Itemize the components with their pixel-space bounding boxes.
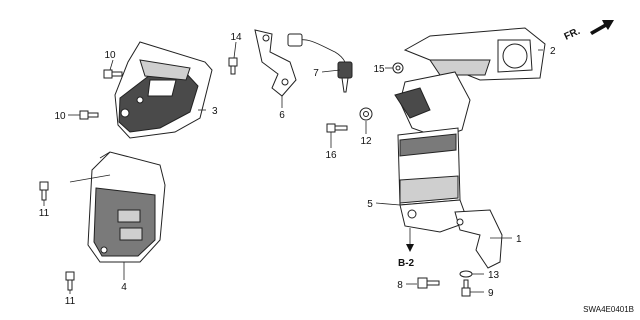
bolt-8 [417, 277, 440, 289]
callout-6: 6 [279, 110, 285, 121]
callout-4: 4 [121, 282, 127, 293]
callout-13: 13 [488, 270, 500, 281]
callouts: 10 10 3 14 6 7 15 2 12 16 11 11 4 5 1 8 … [39, 32, 556, 307]
washer-13 [459, 270, 473, 278]
callout-11-lower: 11 [65, 296, 76, 307]
callout-15: 15 [373, 64, 385, 75]
bolt-11-upper [39, 181, 49, 201]
sensor-bracket [254, 29, 297, 97]
callout-14: 14 [230, 32, 242, 43]
callout-7: 7 [313, 68, 319, 79]
section-ref: B-2 [398, 244, 415, 269]
nut-12 [359, 107, 373, 121]
callout-5: 5 [367, 199, 373, 210]
oxygen-sensor [287, 33, 353, 93]
callout-8: 8 [397, 280, 403, 291]
callout-10-lower: 10 [54, 111, 66, 122]
callout-3: 3 [212, 106, 218, 117]
diagram-code: SWA4E0401B [583, 305, 634, 314]
bolt-10-lower [79, 110, 99, 120]
direction-indicator: FR. [563, 20, 614, 43]
converter-bracket [454, 209, 503, 269]
bolt-10-upper [103, 69, 123, 79]
section-ref-label: B-2 [398, 258, 415, 269]
catalytic-converter [394, 71, 471, 233]
callout-10-upper: 10 [104, 50, 116, 61]
bolt-14 [228, 57, 238, 75]
callout-11-upper: 11 [39, 208, 50, 219]
arrow-down-icon [406, 244, 414, 252]
callout-9: 9 [488, 288, 494, 299]
callout-2: 2 [550, 46, 556, 57]
upper-heat-shield [114, 41, 213, 139]
leader-lines [43, 41, 543, 294]
bolt-16 [326, 123, 348, 133]
callout-16: 16 [325, 150, 337, 161]
bolt-9 [461, 279, 471, 297]
manifold-flange [403, 27, 546, 81]
direction-label: FR. [563, 26, 582, 43]
fasteners [39, 57, 473, 297]
callout-12: 12 [360, 136, 372, 147]
callout-1: 1 [516, 234, 522, 245]
bolt-11-lower [65, 271, 75, 291]
forward-arrow-icon [590, 20, 614, 35]
lower-heat-shield [87, 151, 166, 263]
nut-15 [392, 62, 404, 74]
